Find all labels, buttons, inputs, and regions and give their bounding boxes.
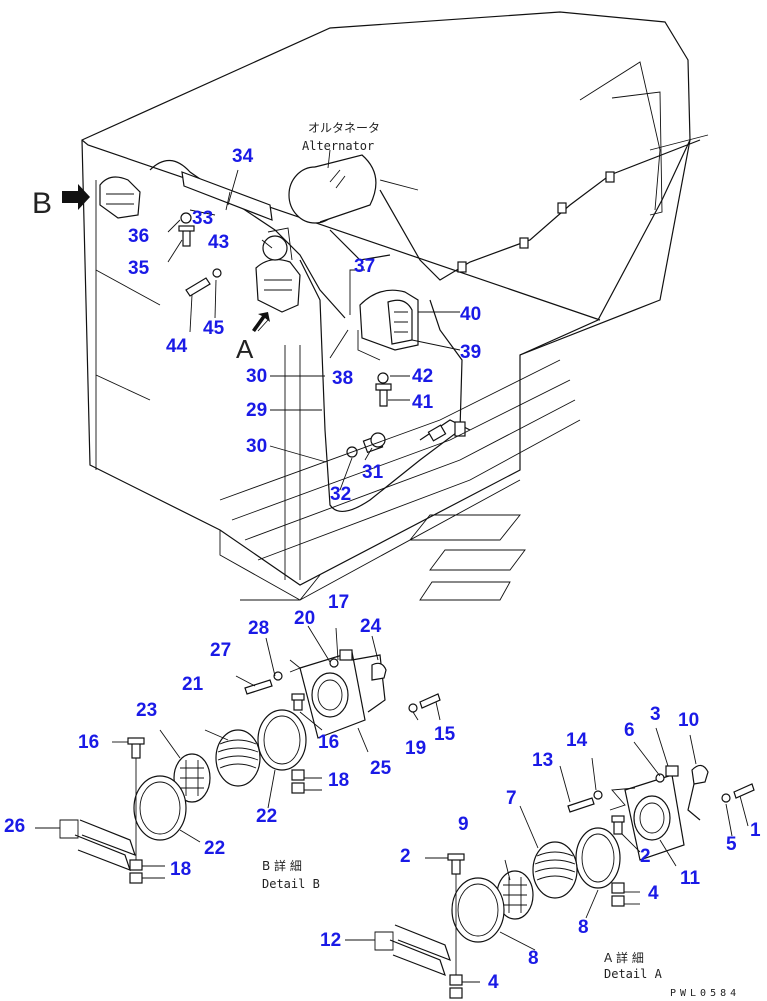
alternator: [288, 149, 377, 224]
callout-37: 37: [354, 256, 375, 277]
part-callouts: 34 33 36 43 35 37 45 44 40 39 30 38 42 4…: [4, 146, 761, 993]
callout-30-lower: 30: [246, 436, 267, 457]
callout-8-upper: 8: [578, 917, 589, 938]
detail-b-title-en: Detail B: [262, 877, 320, 891]
detail-b-assembly: [74, 649, 441, 884]
view-b-marker: B: [32, 187, 52, 220]
callout-13: 13: [532, 750, 553, 771]
callout-25: 25: [370, 758, 392, 779]
callout-35: 35: [128, 258, 150, 279]
view-a-marker: A: [236, 334, 254, 364]
callout-21: 21: [182, 674, 204, 695]
callout-8-lower: 8: [528, 948, 539, 969]
callout-9: 9: [458, 814, 469, 835]
callout-3: 3: [650, 704, 661, 725]
detail-a-title-jp: A 詳 細: [604, 950, 644, 965]
view-arrow-a: A: [236, 312, 270, 364]
callout-10: 10: [678, 710, 699, 731]
callout-32: 32: [330, 484, 351, 505]
callout-22-lower: 22: [204, 838, 225, 859]
detail-b-title-jp: B 詳 細: [262, 858, 302, 873]
callout-29: 29: [246, 400, 267, 421]
work-lamp-front: [178, 212, 301, 313]
callout-45: 45: [203, 318, 225, 339]
detail-a-assembly: [389, 764, 755, 999]
alternator-label-jp: オルタネータ: [308, 121, 380, 135]
callout-39: 39: [460, 342, 481, 363]
surface-facets: [219, 359, 581, 601]
callout-7: 7: [506, 788, 517, 809]
callout-18-upper: 18: [328, 770, 349, 791]
wire-harness: [149, 139, 701, 512]
callout-33: 33: [192, 208, 213, 229]
callout-44: 44: [166, 336, 188, 357]
work-lamp-left: [99, 176, 141, 219]
callout-28: 28: [248, 618, 269, 639]
work-lamp-rear: [357, 289, 419, 407]
callout-20: 20: [294, 608, 315, 629]
callout-4-upper: 4: [648, 883, 659, 904]
callout-16-right: 16: [318, 732, 339, 753]
callout-2-left: 2: [400, 846, 411, 867]
callout-26: 26: [4, 816, 25, 837]
callout-14: 14: [566, 730, 588, 751]
callout-23: 23: [136, 700, 157, 721]
drawing-code: PWL0584: [670, 988, 740, 999]
callout-18-lower: 18: [170, 859, 191, 880]
callout-34: 34: [232, 146, 254, 167]
detail-a-title-en: Detail A: [604, 967, 663, 981]
callout-17: 17: [328, 592, 349, 613]
leader-lines: [35, 169, 749, 983]
callout-22-upper: 22: [256, 806, 277, 827]
callout-41: 41: [412, 392, 434, 413]
callout-19: 19: [405, 738, 426, 759]
callout-6: 6: [624, 720, 635, 741]
callout-12: 12: [320, 930, 341, 951]
callout-38: 38: [332, 368, 353, 389]
callout-40: 40: [460, 304, 481, 325]
callout-36: 36: [128, 226, 149, 247]
callout-30-upper: 30: [246, 366, 267, 387]
view-arrow-b: B: [32, 184, 90, 220]
callout-2-right: 2: [640, 846, 651, 867]
callout-24: 24: [360, 616, 382, 637]
callout-1: 1: [750, 820, 761, 841]
callout-27: 27: [210, 640, 231, 661]
alternator-label-en: Alternator: [302, 139, 374, 153]
callout-31: 31: [362, 462, 384, 483]
callout-5: 5: [726, 834, 737, 855]
callout-43: 43: [208, 232, 229, 253]
callout-42: 42: [412, 366, 433, 387]
callout-15: 15: [434, 724, 456, 745]
callout-11: 11: [680, 868, 701, 889]
callout-4-lower: 4: [488, 972, 499, 993]
callout-16-left: 16: [78, 732, 99, 753]
